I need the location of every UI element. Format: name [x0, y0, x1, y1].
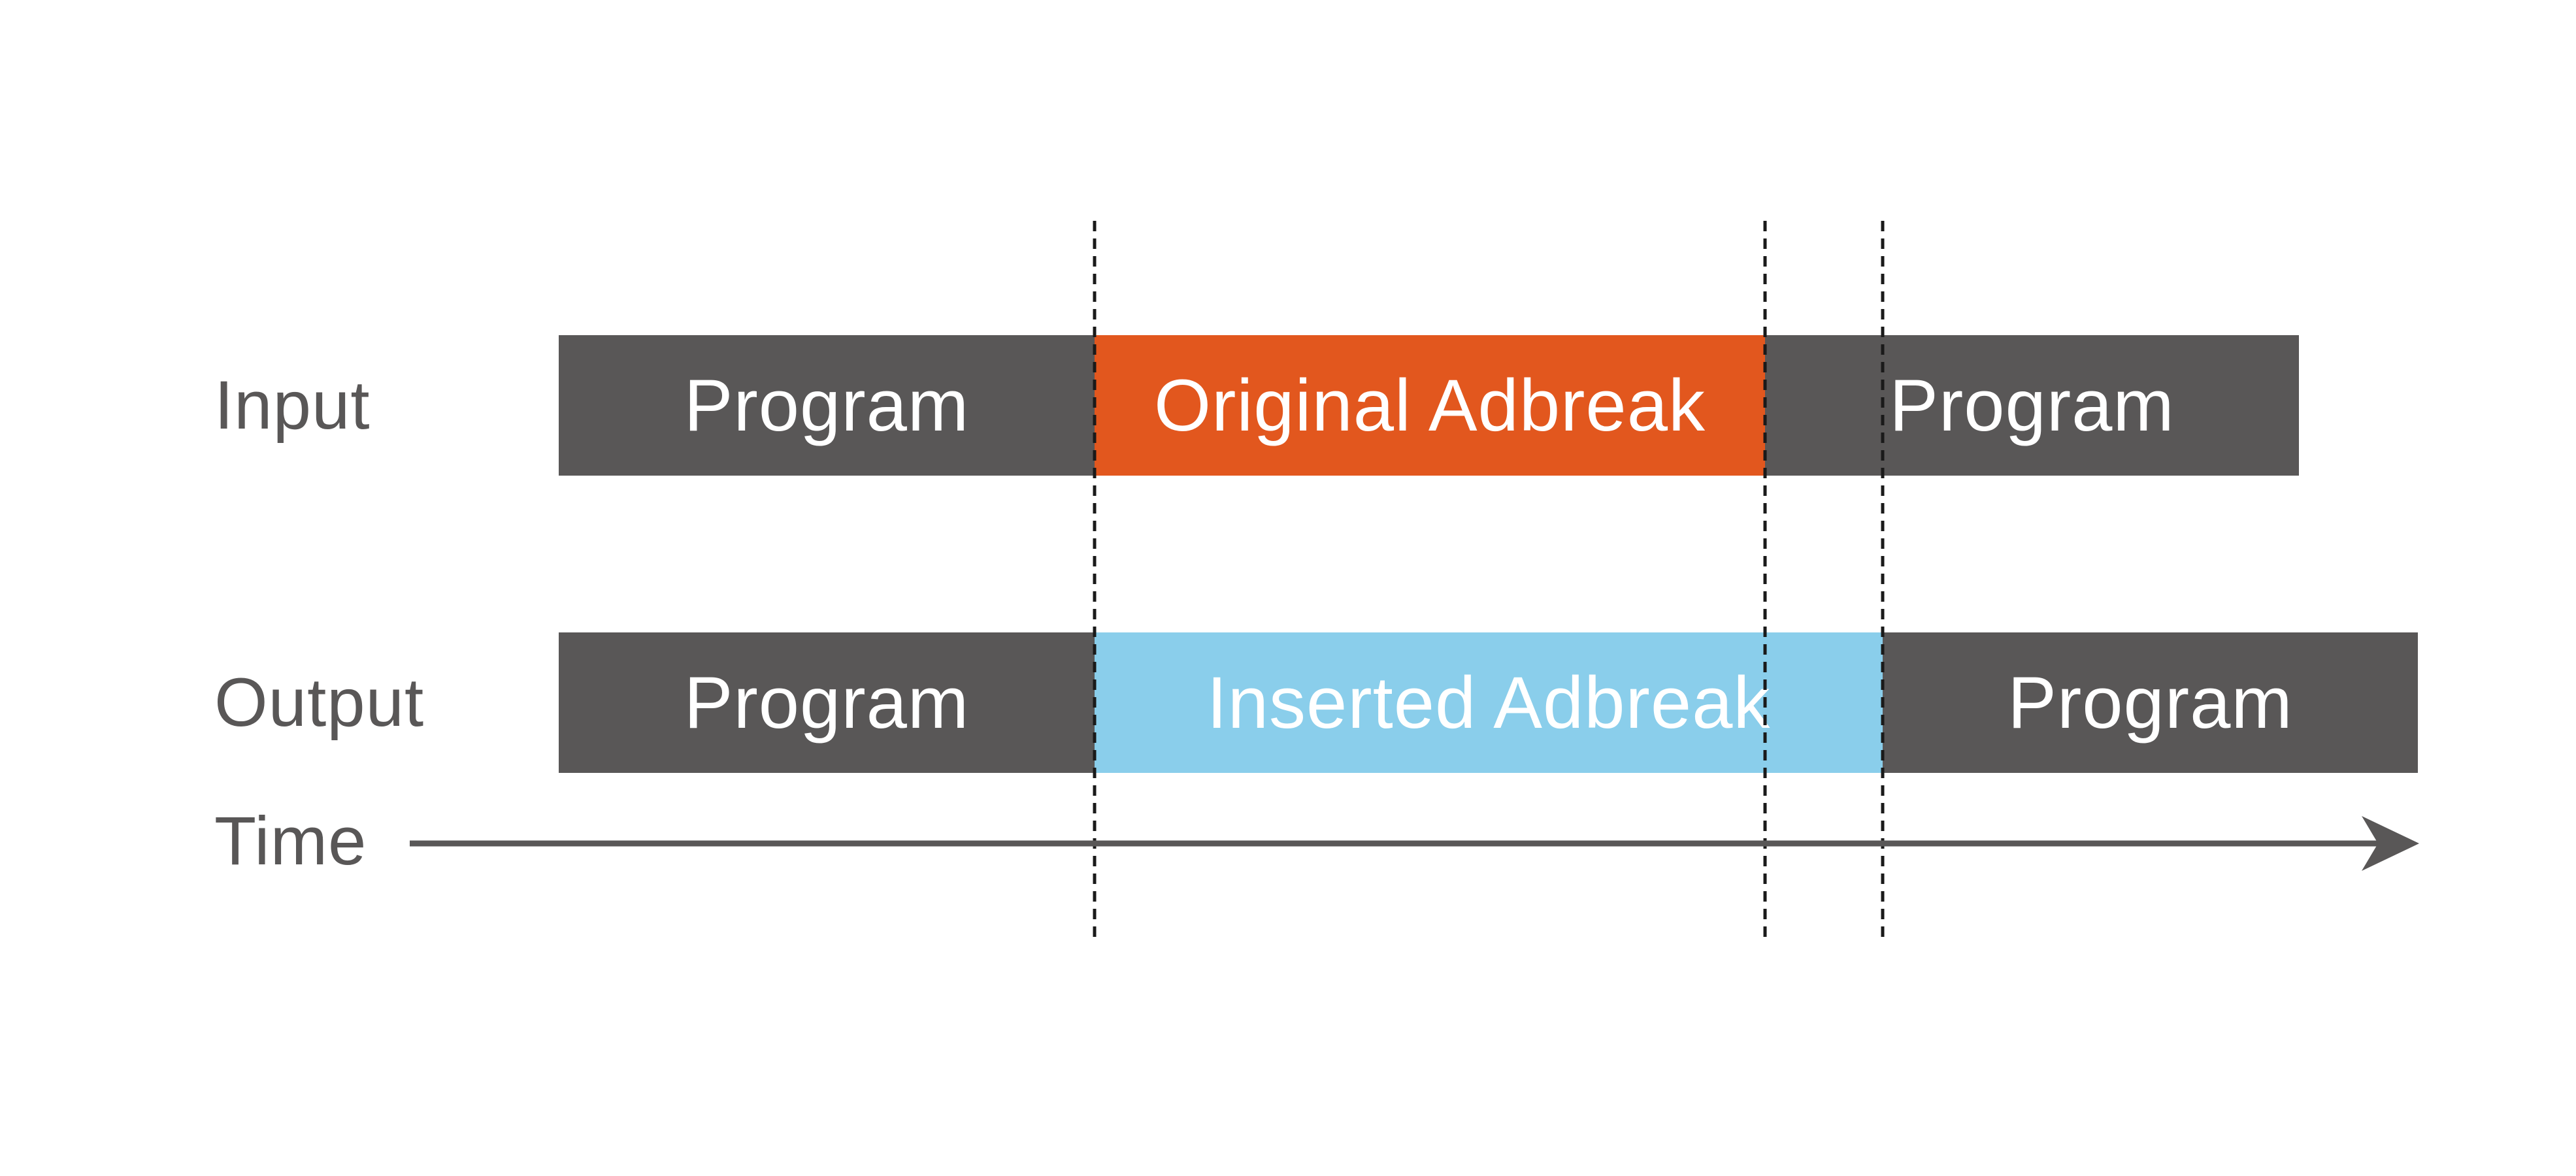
output-program-bar-2: Program — [1883, 632, 2418, 773]
input-row-label: Input — [214, 367, 371, 444]
output-inserted-adbreak-bar: Inserted Adbreak — [1095, 632, 1883, 773]
time-axis-arrowhead-icon — [2362, 816, 2419, 871]
output-row-label: Output — [214, 664, 425, 741]
input-program-bar-1: Program — [559, 335, 1095, 476]
output-program-bar-1: Program — [559, 632, 1095, 773]
input-original-adbreak-bar: Original Adbreak — [1095, 335, 1765, 476]
time-axis-label: Time — [214, 803, 367, 879]
input-program-bar-2: Program — [1765, 335, 2299, 476]
